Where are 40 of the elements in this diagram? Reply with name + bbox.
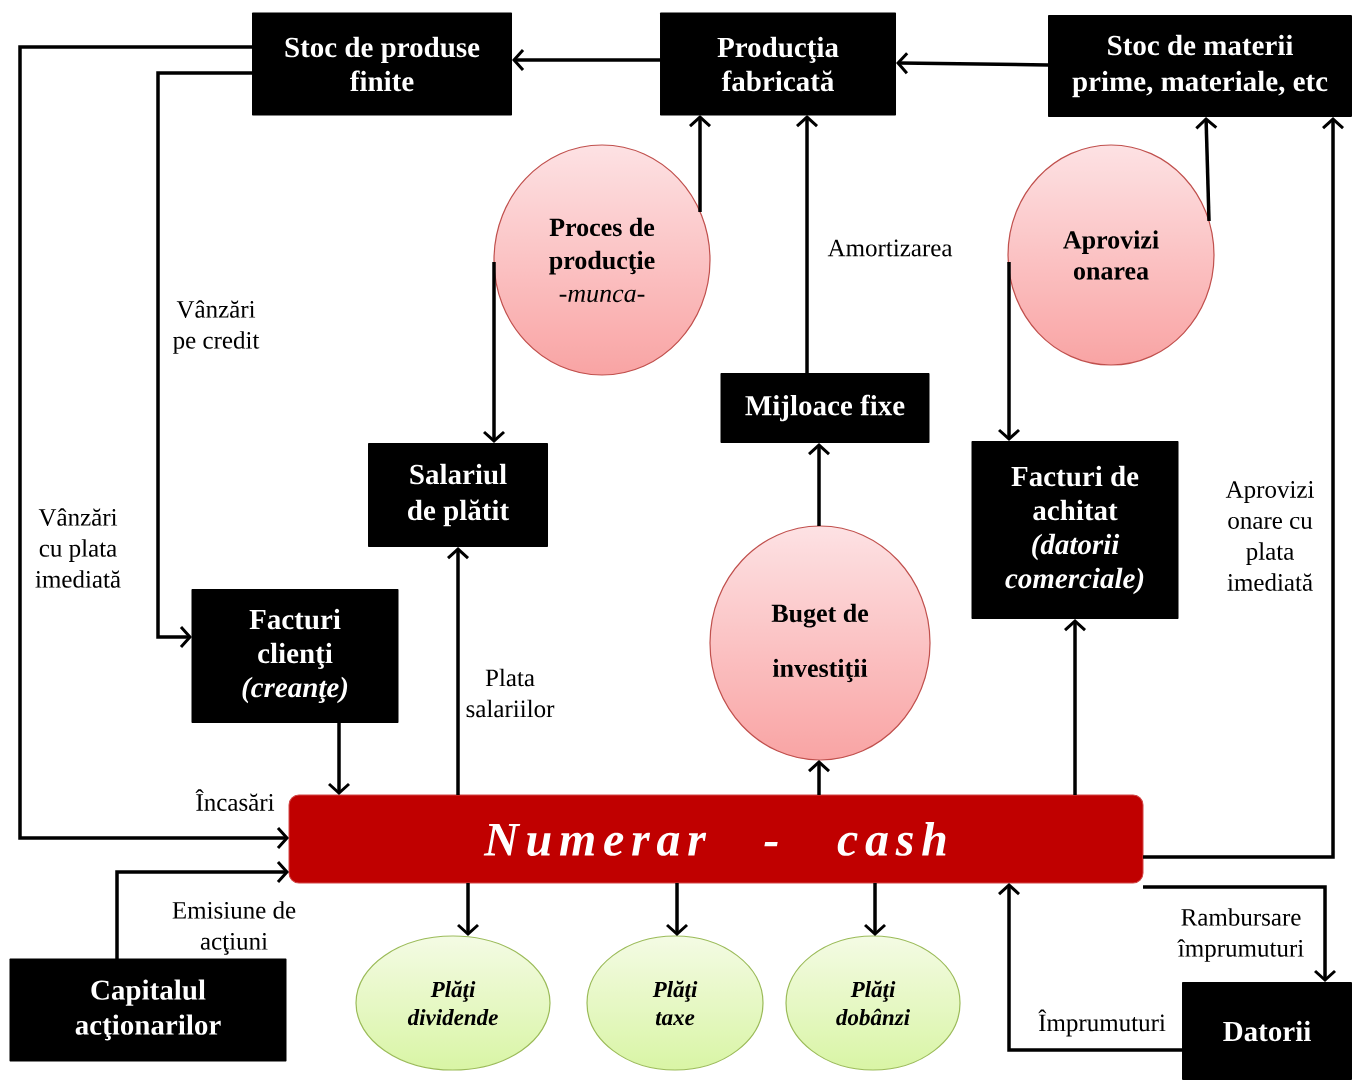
edge-label: Plata salariilor bbox=[466, 668, 555, 718]
arrow bbox=[666, 883, 688, 936]
process-box: Datorii bbox=[1182, 982, 1352, 1080]
arrow bbox=[808, 443, 830, 526]
edge-label: Împrumuturi bbox=[1038, 1009, 1166, 1037]
process-box: Stoc de materii prime, materiale, etc bbox=[1048, 15, 1352, 117]
arrow bbox=[447, 547, 469, 795]
edge-label: Aprovizi onare cu plata imediată bbox=[1225, 481, 1314, 591]
arrow bbox=[483, 262, 505, 443]
cash-banner: Numerar - cash bbox=[288, 794, 1144, 884]
process-box: Stoc de produse finite bbox=[252, 12, 512, 116]
arrow bbox=[18, 45, 289, 849]
process-box: Facturi de achitat (datorii comerciale) bbox=[971, 441, 1179, 619]
arrow bbox=[1143, 885, 1337, 982]
arrow bbox=[896, 52, 1049, 75]
arrow bbox=[115, 861, 289, 959]
edge-label: Emisiune de acţiuni bbox=[172, 901, 296, 955]
arrow bbox=[864, 883, 886, 936]
arrow bbox=[156, 71, 252, 648]
process-box: Mijloace fixe bbox=[720, 373, 930, 443]
process-box: Capitalul acţionarilor bbox=[9, 958, 287, 1062]
arrow bbox=[512, 49, 660, 71]
arrow bbox=[689, 115, 711, 212]
arrow bbox=[328, 723, 350, 795]
arrow bbox=[457, 883, 479, 936]
arrow bbox=[808, 760, 830, 795]
edge-label: Amortizarea bbox=[827, 239, 953, 257]
edge-label: Rambursare împrumuturi bbox=[1177, 908, 1304, 962]
arrow bbox=[1143, 117, 1344, 859]
arrow bbox=[998, 883, 1182, 1052]
arrow bbox=[796, 115, 818, 373]
arrow bbox=[1195, 117, 1218, 222]
flow-label: Încasări bbox=[195, 789, 275, 811]
edge-label: Vânzări cu plata imediată bbox=[35, 508, 121, 588]
process-box: Facturi clienţi (creanţe) bbox=[191, 589, 399, 723]
edge-label: Vânzări pe credit bbox=[173, 300, 260, 354]
process-box: Producţia fabricată bbox=[660, 12, 896, 116]
arrow bbox=[998, 262, 1020, 441]
process-box: Salariul de plătit bbox=[368, 443, 548, 547]
arrow bbox=[1064, 619, 1086, 795]
